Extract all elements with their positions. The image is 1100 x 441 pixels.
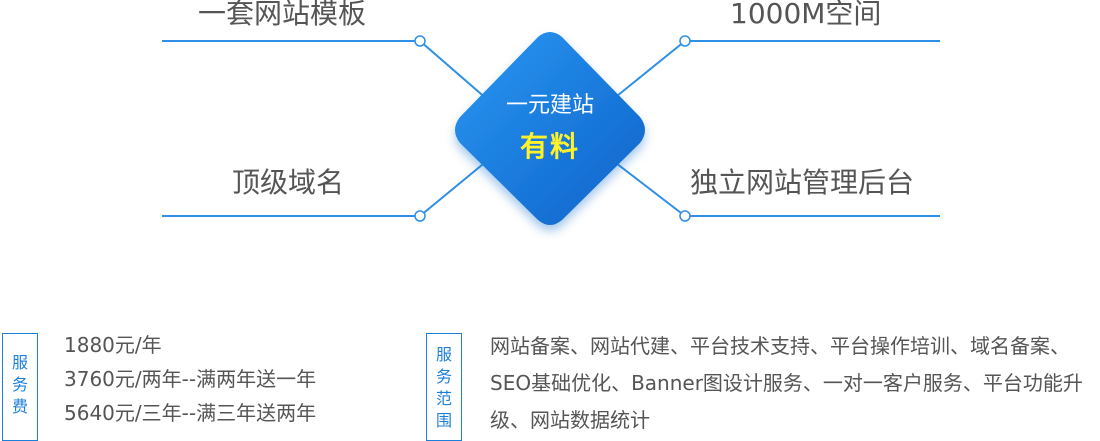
service-scope-text: 网站备案、网站代建、平台技术支持、平台操作培训、域名备案、SEO基础优化、Ban… [490, 334, 1083, 432]
connector-top-right [611, 40, 686, 101]
center-title: 一元建站 [505, 93, 594, 118]
fee-item: 1880元/年 [64, 333, 162, 357]
service-scope-tag-char: 范 [435, 389, 452, 408]
connector-graphic [162, 32, 940, 225]
feature-domain: 顶级域名 [232, 166, 345, 199]
feature-storage-space: 1000M空间 [730, 0, 882, 30]
center-diamond [455, 32, 645, 225]
connector-bottom-right [611, 159, 686, 217]
center-highlight: 有料 [519, 130, 580, 163]
node-top-left [414, 35, 426, 47]
service-scope-tag-char: 服 [435, 345, 452, 364]
service-scope-tag-char: 围 [435, 411, 452, 430]
service-fee-tag-char: 服 [11, 353, 28, 372]
feature-website-template: 一套网站模板 [198, 0, 367, 30]
fee-item: 3760元/两年--满两年送一年 [64, 367, 317, 391]
feature-diagram: 一套网站模板 1000M空间 顶级域名 独立网站管理后台 一元建站 有料 [162, 0, 940, 225]
service-fee-tag: 服 务 费 [2, 333, 38, 441]
service-scope-tag-char: 务 [435, 367, 452, 386]
feature-admin-backend: 独立网站管理后台 [690, 166, 915, 199]
connector-bottom-left [419, 159, 489, 217]
connector-top-left [419, 40, 489, 101]
node-bottom-right [679, 210, 691, 222]
node-bottom-left [414, 210, 426, 222]
service-fee-tag-char: 费 [11, 397, 28, 416]
fee-item: 5640元/三年--满三年送两年 [64, 401, 317, 425]
fee-list: 1880元/年 3760元/两年--满两年送一年 5640元/三年--满三年送两… [64, 328, 316, 430]
service-scope-tag: 服 务 范 围 [426, 333, 462, 441]
service-fee-tag-char: 务 [11, 375, 28, 394]
node-top-right [679, 35, 691, 47]
